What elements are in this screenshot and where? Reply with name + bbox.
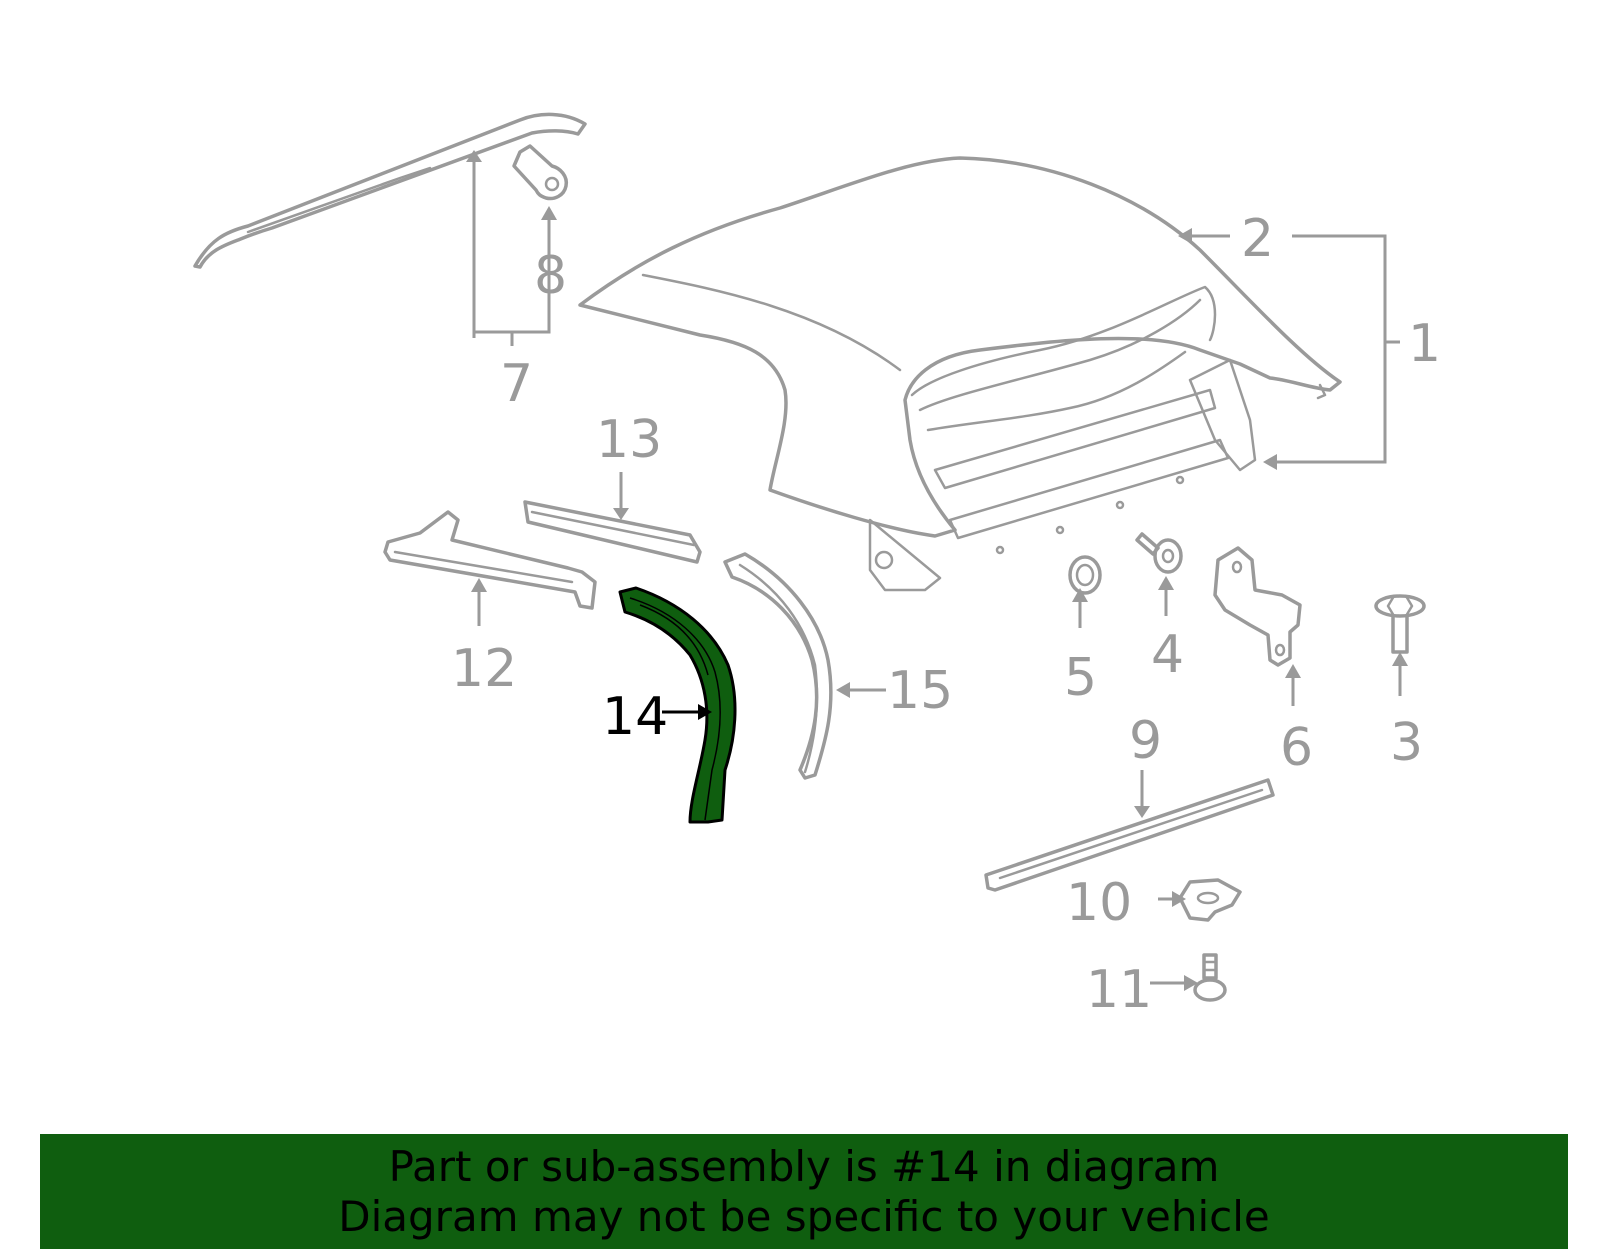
callout-11: 11	[1086, 960, 1152, 1020]
callout-6: 6	[1280, 718, 1313, 778]
callout-1: 1	[1408, 314, 1441, 374]
banner-line-1: Part or sub-assembly is #14 in diagram	[388, 1142, 1220, 1191]
callout-5: 5	[1064, 648, 1097, 708]
callout-labels: 1 2 3 4 5 6 7 8 9 10 11 12 13 14 15	[451, 209, 1441, 1020]
part-13-seal[interactable]	[523, 500, 702, 564]
info-banner: Part or sub-assembly is #14 in diagram D…	[40, 1134, 1568, 1249]
part-15-curved-seal[interactable]	[723, 552, 833, 780]
part-4-bolt[interactable]	[1135, 532, 1183, 574]
callout-14: 14	[602, 687, 668, 747]
callout-7: 7	[500, 354, 533, 414]
callout-2: 2	[1241, 209, 1274, 269]
banner-line-2: Diagram may not be specific to your vehi…	[338, 1192, 1270, 1241]
callout-4: 4	[1151, 625, 1184, 685]
part-12-rail[interactable]	[383, 510, 597, 610]
callout-10: 10	[1066, 873, 1132, 933]
callout-13: 13	[596, 410, 662, 470]
callout-15: 15	[887, 661, 953, 721]
callout-12: 12	[451, 639, 517, 699]
part-9-strip[interactable]	[984, 778, 1275, 892]
part-5-grommet[interactable]	[1068, 555, 1102, 595]
part-2-hardtop[interactable]	[578, 156, 1342, 592]
part-10-retainer[interactable]	[1178, 878, 1242, 922]
callout-3: 3	[1390, 713, 1423, 773]
part-7-roof-molding[interactable]	[193, 112, 587, 269]
part-6-bracket[interactable]	[1213, 546, 1302, 667]
callout-8: 8	[534, 246, 567, 306]
part-8-clip[interactable]	[512, 144, 569, 201]
part-3-screw[interactable]	[1374, 594, 1426, 654]
callout-9: 9	[1129, 711, 1162, 771]
leader-lines	[466, 150, 1408, 991]
part-14-highlighted-seal[interactable]	[618, 586, 737, 824]
part-11-bolt[interactable]	[1193, 953, 1227, 1002]
